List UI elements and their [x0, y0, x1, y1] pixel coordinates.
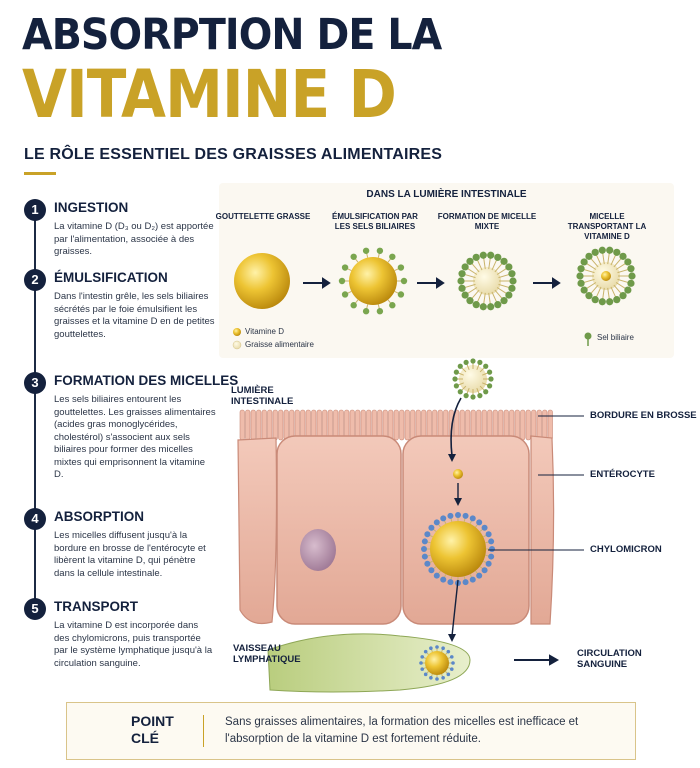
- key-point-divider: [203, 715, 204, 747]
- cell-nucleus: [300, 529, 336, 571]
- arrow-right-icon: [514, 654, 560, 666]
- chylomicron-in-vessel: [419, 645, 455, 681]
- mixed-micelle: [457, 251, 517, 311]
- step-title: TRANSPORT: [54, 599, 138, 614]
- label-enterocyte: ENTÉROCYTE: [590, 469, 655, 480]
- arrow-right-icon: [533, 277, 561, 289]
- step-title: ABSORPTION: [54, 509, 145, 524]
- arrow-down-icon: [448, 454, 456, 462]
- lymph-vessel: [267, 633, 471, 693]
- key-point-text: Sans graisses alimentaires, la formation…: [225, 716, 579, 745]
- step-number: 1: [24, 199, 46, 221]
- step-body: La vitamine D est incorporée dans des ch…: [54, 620, 213, 669]
- micelle-entering: [452, 358, 494, 400]
- arrow-down-icon: [448, 634, 456, 642]
- arrow-down-icon: [454, 498, 462, 506]
- stage-label-mixed-micelle: FORMATION DE MICELLE MIXTE: [437, 212, 537, 231]
- page-subtitle: LE RÔLE ESSENTIEL DES GRAISSES ALIMENTAI…: [24, 146, 443, 163]
- step-title: ÉMULSIFICATION: [54, 270, 168, 285]
- step-number: 5: [24, 598, 46, 620]
- chylomicron: [421, 512, 495, 586]
- page-title-line2: VITAMINE D: [22, 56, 397, 133]
- step-body: Les sels biliaires entourent les gouttel…: [54, 394, 216, 480]
- enterocyte-cell-right: [530, 435, 555, 625]
- legend-vitamin-d: Vitamine D: [245, 327, 284, 336]
- vitamin-d-molecule: [453, 469, 463, 479]
- step-body: Les micelles diffusent jusqu'à la bordur…: [54, 530, 206, 579]
- enterocyte-cell: [276, 435, 402, 625]
- step-number: 4: [24, 508, 46, 530]
- stage-label-droplet: GOUTTELETTE GRASSE: [215, 212, 311, 221]
- step-title: FORMATION DES MICELLES: [54, 373, 239, 388]
- step-body: La vitamine D (D₃ ou D₂) est apportée pa…: [54, 221, 214, 257]
- lumen-panel-title: DANS LA LUMIÈRE INTESTINALE: [366, 189, 527, 200]
- label-brush-border: BORDURE EN BROSSE: [590, 410, 697, 421]
- label-chylomicron: CHYLOMICRON: [590, 544, 662, 555]
- label-intestinal-lumen: LUMIÈRE INTESTINALE: [231, 385, 294, 407]
- key-point-title: POINT CLÉ: [131, 713, 174, 746]
- label-lymph-vessel: VAISSEAU LYMPHATIQUE: [233, 643, 301, 665]
- fat-legend-dot: [232, 340, 242, 350]
- legend-bile-salt: Sel biliaire: [597, 333, 634, 342]
- step-title: INGESTION: [54, 200, 129, 215]
- emulsified-droplet: [338, 247, 408, 315]
- label-blood-circulation: CIRCULATION SANGUINE: [577, 648, 642, 670]
- page-title-line1: ABSORPTION DE LA: [22, 10, 442, 60]
- steps-timeline: [34, 212, 36, 612]
- absorption-path-arrow: [450, 397, 462, 457]
- enterocyte-cell-left: [237, 437, 278, 625]
- legend-dietary-fat: Graisse alimentaire: [245, 340, 314, 349]
- step-body: Dans l'intestin grêle, les sels biliaire…: [54, 291, 215, 340]
- stage-label-emulsification: ÉMULSIFICATION PAR LES SELS BILIAIRES: [332, 212, 418, 231]
- key-point-box: POINT CLÉ Sans graisses alimentaires, la…: [66, 702, 636, 760]
- step-number: 2: [24, 269, 46, 291]
- stage-label-transport-micelle: MICELLE TRANSPORTANT LA VITAMINE D: [567, 212, 647, 241]
- arrow-right-icon: [303, 277, 331, 289]
- vitamin-d-micelle: [576, 246, 636, 306]
- vitamin-d-legend-dot: [233, 328, 241, 336]
- transport-path-arrow: [451, 579, 459, 637]
- step-number: 3: [24, 372, 46, 394]
- bile-salt-legend-icon: [584, 332, 592, 346]
- arrow-right-icon: [417, 277, 445, 289]
- title-underline: [24, 172, 56, 175]
- fat-droplet: [234, 253, 290, 309]
- brush-border-microvilli: [239, 409, 553, 441]
